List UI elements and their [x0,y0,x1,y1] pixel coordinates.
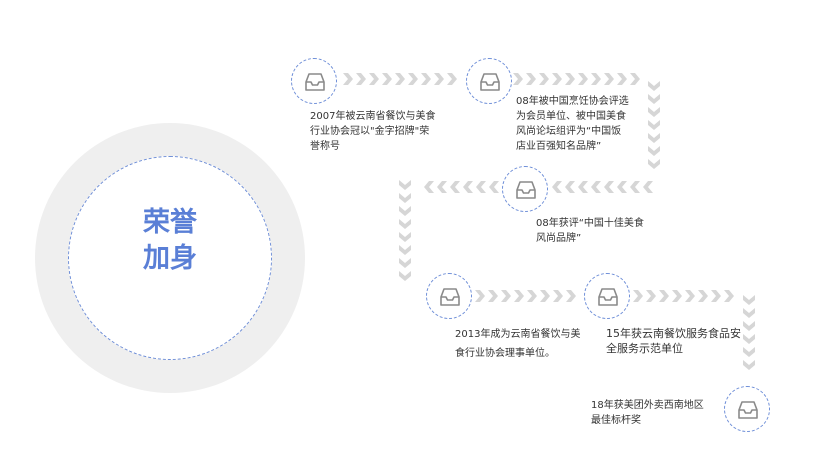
path-chevron [743,347,755,357]
path-chevron [475,290,485,302]
path-chevron [539,73,549,85]
path-chevron [617,181,627,193]
path-chevron [648,107,660,117]
path-chevron [399,206,411,216]
path-chevron [648,81,660,91]
path-chevron [489,181,499,193]
path-chevron [743,295,755,305]
path-chevron [552,73,562,85]
path-chevron [421,73,431,85]
path-chevron [591,181,601,193]
path-chevron [463,181,473,193]
section-title-line2: 加身 [143,243,197,274]
path-chevron [488,290,498,302]
path-chevron [382,73,392,85]
path-chevron [648,94,660,104]
section-title-line1: 荣誉 [143,207,197,238]
inbox-icon [480,73,500,91]
path-chevron [552,181,562,193]
path-chevron [424,181,434,193]
path-chevron [724,290,734,302]
path-chevron [648,120,660,130]
inbox-icon [598,288,618,306]
path-chevron [399,193,411,203]
inbox-icon [516,181,536,199]
path-chevron [711,290,721,302]
path-chevron [630,73,640,85]
path-chevron [399,219,411,229]
path-chevron [540,290,550,302]
path-chevron [646,290,656,302]
milestone-text-2007: 2007年被云南省餐饮与美食 行业协会冠以"金字招牌"荣 誉称号 [310,111,436,152]
path-chevron [527,290,537,302]
path-chevron [369,73,379,85]
path-chevron [743,321,755,331]
path-chevron [578,181,588,193]
path-chevron [743,360,755,370]
path-chevron [437,181,447,193]
path-chevron [399,271,411,281]
path-chevron [698,290,708,302]
milestone-node-2008b [502,166,548,212]
milestone-text-2008a: 08年被中国烹饪协会评选 为会员单位、被中国美食 风尚论坛组评为“中国饭 店业百… [516,96,629,152]
path-chevron [617,73,627,85]
path-chevron [630,181,640,193]
path-chevron [399,180,411,190]
path-chevron [743,308,755,318]
path-chevron [343,73,353,85]
path-chevron [514,290,524,302]
milestone-node-2008a [466,58,512,104]
section-title: 荣誉 加身 [68,205,272,277]
path-chevron [501,290,511,302]
path-chevron [604,181,614,193]
path-chevron [604,73,614,85]
path-chevron [648,133,660,143]
path-chevron [513,73,523,85]
path-chevron [633,290,643,302]
milestone-text-2008b: 08年获评“中国十佳美食 风尚品牌” [536,218,644,244]
milestone-text-2015: 15年获云南餐饮服务食品安 全服务示范单位 [606,327,741,355]
inbox-icon [738,401,758,419]
path-chevron [578,73,588,85]
path-chevron [566,290,576,302]
path-chevron [643,181,653,193]
inbox-icon [305,73,325,91]
path-chevron [672,290,682,302]
path-chevron [526,73,536,85]
path-chevron [356,73,366,85]
path-chevron [399,258,411,268]
path-chevron [399,245,411,255]
milestone-node-2015 [584,273,630,319]
path-chevron [591,73,601,85]
path-chevron [434,73,444,85]
milestone-node-2018 [724,386,770,432]
path-chevron [659,290,669,302]
path-chevron [743,334,755,344]
path-chevron [565,73,575,85]
path-chevron [450,181,460,193]
path-chevron [685,290,695,302]
path-chevron [648,146,660,156]
path-chevron [553,290,563,302]
milestone-text-2018: 18年获美团外卖西南地区 最佳标杆奖 [591,400,704,426]
inbox-icon [440,288,460,306]
milestone-text-2013: 2013年成为云南省餐饮与美 食行业协会理事单位。 [455,329,581,359]
milestone-node-2007 [291,58,337,104]
path-chevron [648,159,660,169]
path-chevron [447,73,457,85]
path-chevron [476,181,486,193]
path-chevron [565,181,575,193]
path-chevron [395,73,405,85]
title-circle [68,156,272,360]
milestone-node-2013 [426,273,472,319]
path-chevron [399,232,411,242]
path-chevron [408,73,418,85]
